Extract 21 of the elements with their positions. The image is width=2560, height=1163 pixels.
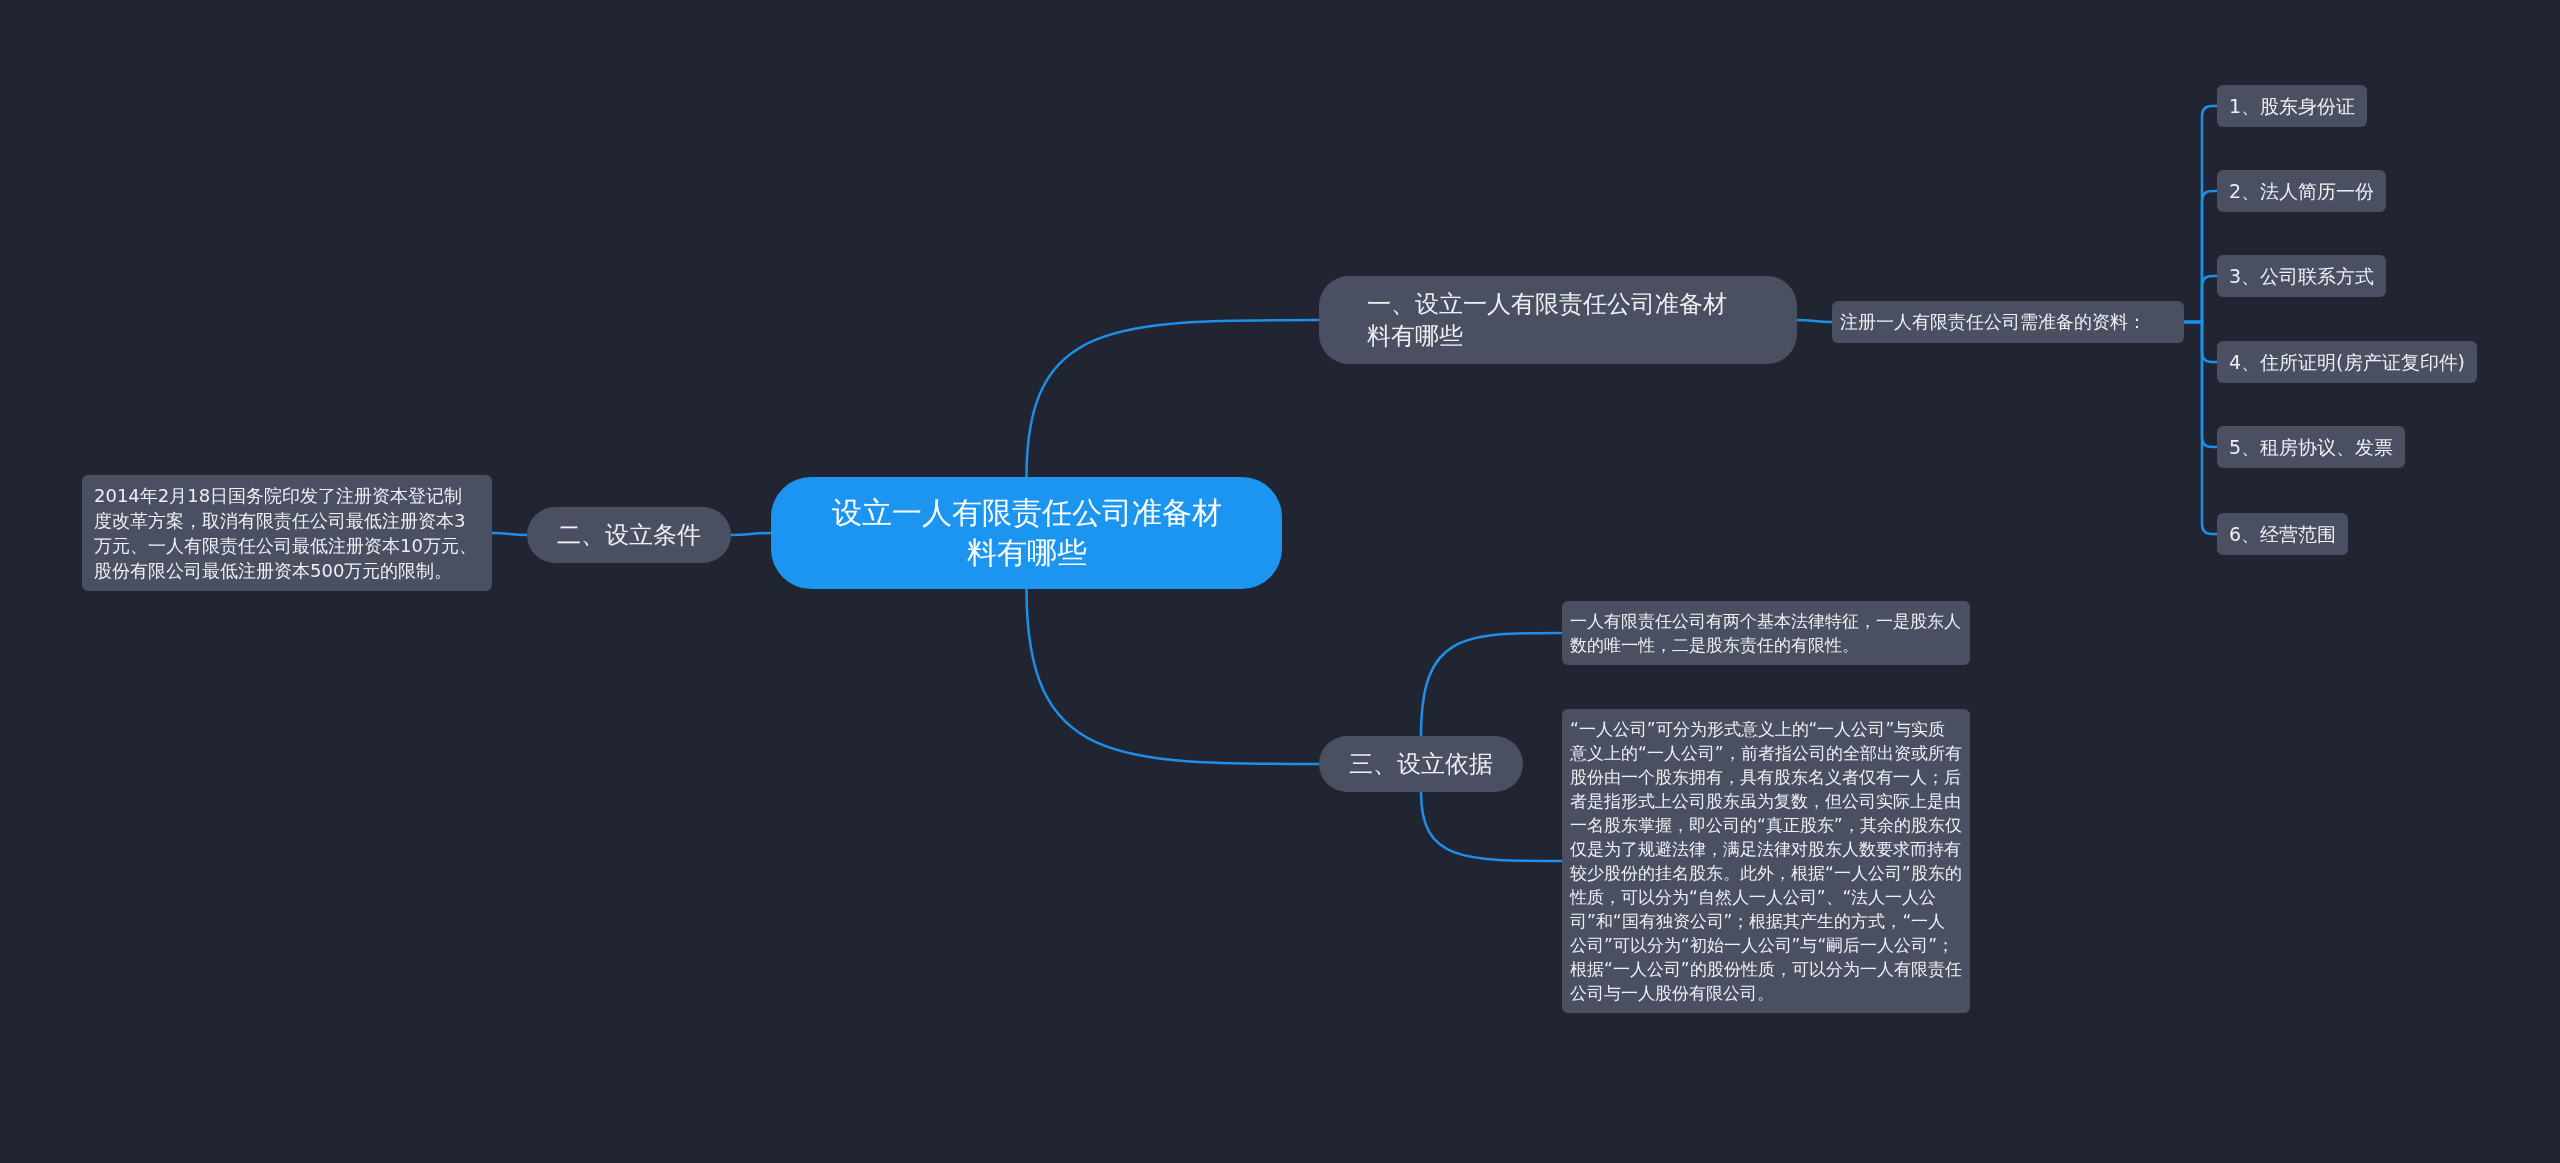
list-item: 1、股东身份证	[2217, 85, 2368, 127]
note-text: “一人公司”可分为形式意义上的“一人公司”与实质意义上的“一人公司”，前者指公司的全部出资或所有股份由一个股东拥有，具有股东名义者仅有一人；后者是指形式上公司股东虽为复数，但公司实际上是由一名股东掌握，即公司的“真正股东”，其余的股东仅仅是为了规避法律，满足法律对股东人数要求而持有较少股份的挂名股东。此外，根据“一人公司”股东的性质，可以分为“自然人一人公司”、“法人一人公司”和“国有独资公司”；根据其产生的方式，“一人公司”可以分为“初始一人公司”与“嗣后一人公司”；根据“一人公司”的股份性质，可以分为一人有限责任公司与一人股份有限公司。	[1562, 709, 1970, 1013]
connector-line	[1025, 588, 1319, 766]
connector-line	[492, 531, 527, 537]
connector-line	[731, 531, 771, 537]
list-item: 4、住所证明(房产证复印件)	[2217, 341, 2477, 383]
main-topic: 二、设立条件	[527, 507, 731, 563]
connector-line	[1419, 791, 1562, 863]
connector-line	[1797, 318, 1832, 324]
main-topic: 三、设立依据	[1319, 736, 1523, 792]
note-text: 一人有限责任公司有两个基本法律特征，一是股东人数的唯一性，二是股东责任的有限性。	[1562, 601, 1970, 665]
root-topic: 设立一人有限责任公司准备材料有哪些	[771, 477, 1282, 589]
connector-line	[1025, 318, 1319, 478]
note-text: 2014年2月18日国务院印发了注册资本登记制度改革方案，取消有限责任公司最低注册资本3万元、一人有限责任公司最低注册资本10万元、股份有限公司最低注册资本500万元的限制。	[82, 475, 492, 591]
main-topic: 一、设立一人有限责任公司准备材料有哪些	[1319, 276, 1797, 364]
subtopic: 注册一人有限责任公司需准备的资料：	[1832, 301, 2184, 343]
connector-line	[1419, 631, 1562, 737]
list-item: 6、经营范围	[2217, 513, 2349, 555]
list-item: 2、法人简历一份	[2217, 170, 2387, 212]
list-item: 5、租房协议、发票	[2217, 426, 2406, 468]
list-item: 3、公司联系方式	[2217, 255, 2387, 297]
